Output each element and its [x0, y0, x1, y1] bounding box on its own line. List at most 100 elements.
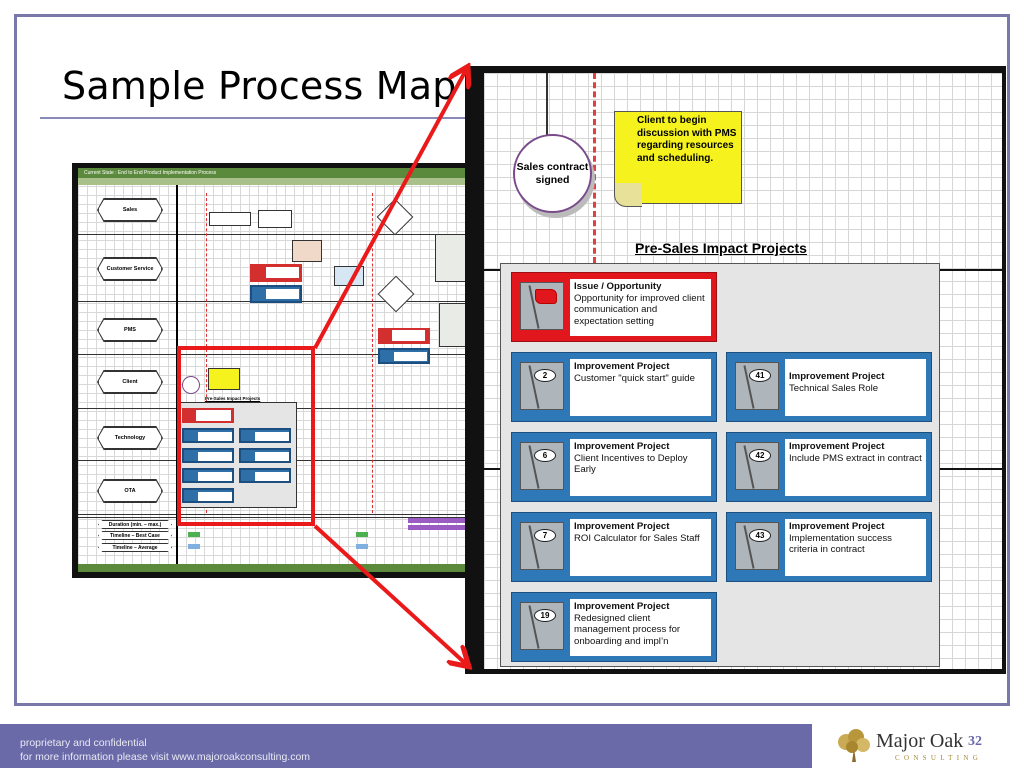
- card-text: Customer "quick start" guide: [574, 372, 695, 384]
- lane-label-customer-service: Customer Service: [98, 258, 162, 280]
- milestone-label: Sales contract signed: [516, 161, 589, 186]
- process-box: [334, 266, 364, 286]
- process-map-thumbnail: Current State : End to End Product Imple…: [72, 163, 474, 578]
- sticky-note-text: Client to begin discussion with PMS rega…: [637, 115, 737, 164]
- footer-line-confidential: proprietary and confidential: [20, 737, 147, 749]
- lane-separator: [78, 517, 474, 518]
- lane-separator: [78, 354, 474, 355]
- project-box: [239, 428, 291, 443]
- flag-icon: 41: [735, 362, 779, 410]
- zoomed-detail-panel: Sales contract signed Client to begin di…: [465, 66, 1006, 674]
- sticky-note: [208, 368, 240, 390]
- lane-label-ota: OTA: [98, 480, 162, 502]
- flag-icon: 2: [520, 362, 564, 410]
- project-box: [250, 285, 302, 303]
- flag-icon: 42: [735, 442, 779, 490]
- dashed-milestone-line: [372, 193, 373, 513]
- footer-text: proprietary and confidential for more in…: [20, 736, 310, 764]
- card-title: Improvement Project: [789, 521, 885, 532]
- decision-diamond: [377, 275, 415, 313]
- card-text: Opportunity for improved client communic…: [574, 292, 705, 328]
- card-text: Redesigned client management process for…: [574, 612, 681, 648]
- project-box: [182, 428, 234, 443]
- project-box: [182, 488, 234, 503]
- project-number: 6: [534, 449, 556, 462]
- timeline-label-best-case: Timeline – Best Case: [98, 531, 172, 540]
- timeline-marker: [188, 532, 200, 537]
- timeline-marker: [356, 544, 368, 549]
- lane-separator: [78, 234, 474, 235]
- section-title: Pre-Sales Impact Projects: [635, 240, 807, 256]
- card-title: Improvement Project: [574, 361, 670, 372]
- card-text: Implementation success criteria in contr…: [789, 532, 892, 556]
- project-number: 19: [534, 609, 556, 622]
- card-title: Improvement Project: [574, 441, 670, 452]
- project-box: [239, 448, 291, 463]
- dashed-milestone-line: [206, 193, 207, 513]
- milestone-circle: Sales contract signed: [513, 134, 592, 213]
- process-box: [258, 210, 292, 228]
- card-title: Improvement Project: [789, 371, 885, 382]
- issue-box: [250, 264, 302, 282]
- issue-box: [182, 408, 234, 423]
- project-number: 43: [749, 529, 771, 542]
- timeline-marker: [356, 532, 368, 537]
- slide-title: Sample Process Map: [62, 64, 457, 108]
- flag-icon: 7: [520, 522, 564, 570]
- page-number: 32: [968, 734, 982, 749]
- issue-box: [378, 328, 430, 344]
- thumbnail-subheader: [78, 178, 474, 185]
- thumbnail-header: Current State : End to End Product Imple…: [78, 168, 474, 178]
- flag-icon: 43: [735, 522, 779, 570]
- card-title: Improvement Project: [574, 601, 670, 612]
- timeline-label-average: Timeline – Average: [98, 543, 172, 552]
- flag-icon: [520, 282, 564, 330]
- flow-connector: [546, 73, 548, 135]
- logo-name: Major Oak: [876, 730, 964, 752]
- footer-line-website: for more information please visit www.ma…: [20, 751, 311, 764]
- zoomed-canvas: Sales contract signed Client to begin di…: [484, 73, 1002, 669]
- logo-subtitle: CONSULTING: [895, 754, 983, 762]
- thumbnail-footer-band: [78, 564, 474, 572]
- card-title: Improvement Project: [574, 521, 670, 532]
- project-number: 2: [534, 369, 556, 382]
- project-box: [378, 348, 430, 364]
- timeline-marker: [188, 544, 200, 549]
- lane-label-pms: PMS: [98, 319, 162, 341]
- dashed-milestone-line: [593, 73, 596, 263]
- lane-separator: [78, 514, 474, 515]
- decision-diamond: [376, 198, 414, 236]
- card-text: Include PMS extract in contract: [789, 452, 922, 464]
- card-text: Client Incentives to Deploy Early: [574, 452, 688, 476]
- project-box: [182, 448, 234, 463]
- flag-icon: 19: [520, 602, 564, 650]
- lane-label-technology: Technology: [98, 427, 162, 449]
- logo-area: Major Oak CONSULTING 32: [812, 724, 1024, 768]
- card-title: Improvement Project: [789, 441, 885, 452]
- card-text: Technical Sales Role: [789, 382, 879, 394]
- card-title: Issue / Opportunity: [574, 281, 662, 292]
- slide-frame: [14, 14, 1010, 706]
- project-box: [239, 468, 291, 483]
- project-number: 41: [749, 369, 771, 382]
- process-box: [292, 240, 322, 262]
- process-box: [209, 212, 251, 226]
- duration-bar: [408, 518, 474, 523]
- milestone-circle: [182, 376, 200, 394]
- project-number: 7: [534, 529, 556, 542]
- sticky-note-curl: [614, 183, 642, 207]
- flag-icon: 6: [520, 442, 564, 490]
- lane-label-client: Client: [98, 371, 162, 393]
- timeline-label-duration: Duration (min. – max.): [98, 520, 172, 529]
- title-underline: [40, 117, 470, 119]
- project-box: [182, 468, 234, 483]
- thumbnail-canvas: Current State : End to End Product Imple…: [78, 168, 474, 572]
- zoom-highlight-rectangle: [177, 346, 315, 526]
